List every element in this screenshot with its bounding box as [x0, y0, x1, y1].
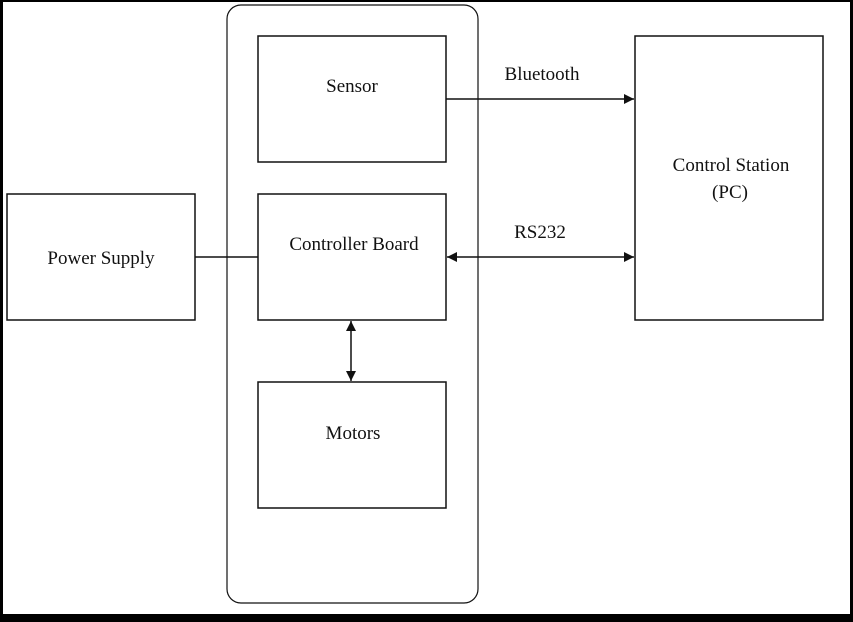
control-station-block: Control Station (PC): [634, 35, 824, 321]
sensor-label: Sensor: [326, 76, 378, 97]
power-supply-block: Power Supply: [6, 193, 196, 321]
control-station-box: [634, 35, 824, 321]
power-supply-label: Power Supply: [47, 248, 155, 269]
control-station-sublabel: (PC): [712, 182, 748, 203]
controller-board-box: [257, 193, 447, 321]
bluetooth-label: Bluetooth: [505, 64, 580, 85]
motors-label: Motors: [326, 423, 381, 444]
motors-box: [257, 381, 447, 509]
power-supply-box: [6, 193, 196, 321]
controller-board-label: Controller Board: [289, 234, 419, 255]
control-station-label: Control Station: [673, 155, 790, 176]
robot-enclosure: [226, 4, 479, 604]
rs232-label: RS232: [514, 222, 566, 243]
controller-board-block: Controller Board: [257, 193, 447, 321]
sensor-block: Sensor: [257, 35, 447, 163]
motors-block: Motors: [257, 381, 447, 509]
sensor-box: [257, 35, 447, 163]
